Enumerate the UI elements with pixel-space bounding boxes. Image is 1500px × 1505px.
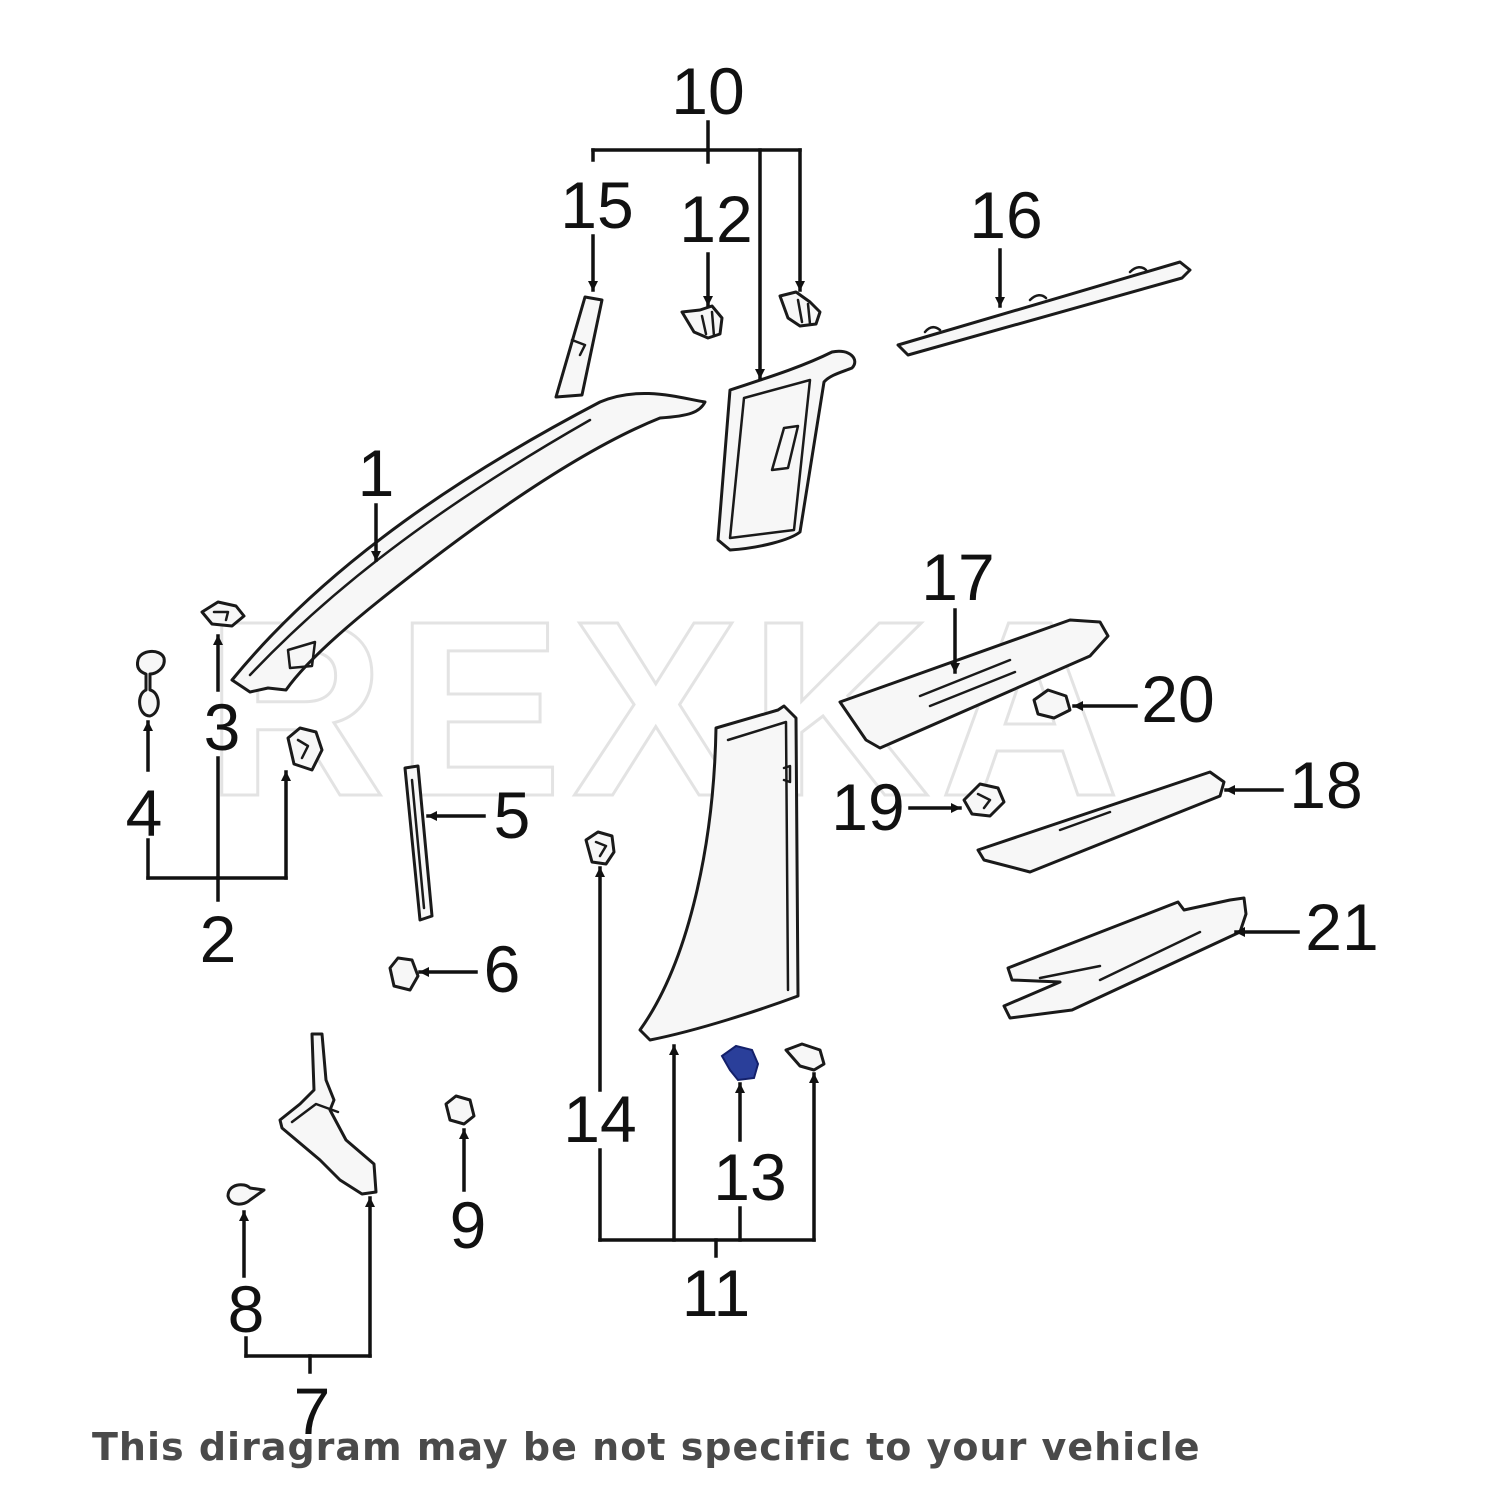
part-14-clip bbox=[584, 830, 616, 866]
callout-10: 10 bbox=[671, 54, 744, 128]
callout-9: 9 bbox=[450, 1188, 487, 1262]
callout-11: 11 bbox=[682, 1256, 751, 1330]
part-10-clip bbox=[778, 290, 822, 328]
callout-8: 8 bbox=[228, 1272, 265, 1346]
part-2-clip bbox=[286, 726, 324, 772]
part-12-clip bbox=[680, 304, 724, 340]
part-6-clip bbox=[388, 956, 420, 992]
disclaimer-note: This diragram may be not specific to you… bbox=[92, 1425, 1201, 1469]
callout-16: 16 bbox=[969, 178, 1042, 252]
callout-17: 17 bbox=[921, 540, 994, 614]
part-4-retainer bbox=[136, 650, 166, 718]
callout-1: 1 bbox=[358, 436, 395, 510]
callout-20: 20 bbox=[1141, 662, 1214, 736]
callout-4: 4 bbox=[126, 776, 163, 850]
part-20-clip bbox=[1032, 688, 1072, 720]
part-7-kick-panel bbox=[278, 1032, 378, 1196]
part-5-weatherstrip bbox=[403, 764, 434, 922]
callout-13: 13 bbox=[713, 1140, 786, 1214]
callout-7: 7 bbox=[294, 1374, 331, 1448]
callout-18: 18 bbox=[1289, 748, 1362, 822]
leader-lines bbox=[143, 120, 1300, 1374]
part-3-clip bbox=[200, 600, 246, 628]
part-16-roof-rail bbox=[896, 260, 1192, 357]
callout-6: 6 bbox=[484, 932, 521, 1006]
part-18-scuff-plate bbox=[976, 770, 1226, 874]
part-1-a-pillar-trim bbox=[230, 391, 707, 694]
part-10-b-pillar-upper-trim bbox=[716, 349, 857, 552]
callout-5: 5 bbox=[494, 778, 531, 852]
part-21-sill-plate bbox=[1002, 896, 1248, 1020]
callout-15: 15 bbox=[560, 168, 633, 242]
callout-19: 19 bbox=[831, 770, 904, 844]
callout-12: 12 bbox=[679, 182, 752, 256]
part-8-clip bbox=[226, 1183, 266, 1206]
callout-numbers: 10 15 12 16 1 17 20 3 18 19 4 5 21 2 6 1… bbox=[126, 54, 1379, 1448]
part-15-trim-strip bbox=[554, 295, 604, 399]
part-17-scuff-plate bbox=[838, 618, 1110, 750]
callout-21: 21 bbox=[1305, 890, 1378, 964]
callout-2: 2 bbox=[200, 902, 237, 976]
part-11-b-pillar-lower-trim bbox=[638, 704, 800, 1042]
callout-3: 3 bbox=[204, 690, 241, 764]
part-11-clip bbox=[784, 1042, 826, 1072]
part-9-clip bbox=[444, 1094, 476, 1126]
part-19-clip bbox=[962, 782, 1006, 818]
callout-14: 14 bbox=[563, 1082, 636, 1156]
part-13-clip-highlighted bbox=[720, 1044, 760, 1082]
